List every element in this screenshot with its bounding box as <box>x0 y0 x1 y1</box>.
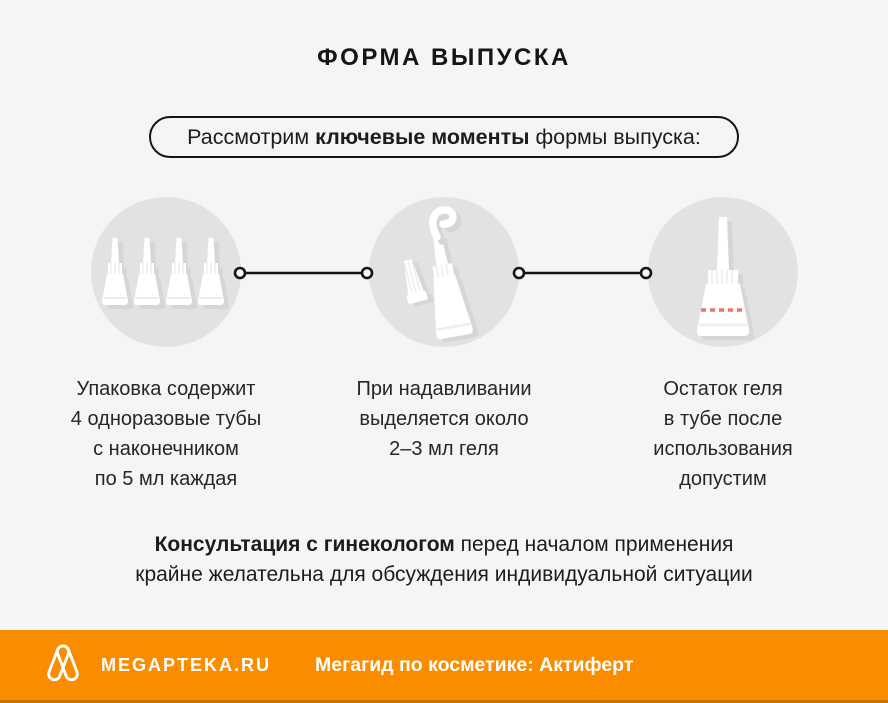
caption-line: Остаток геля <box>663 378 783 400</box>
step-caption-2: При надавливании выделяется около 2–3 мл… <box>294 374 594 464</box>
intro-text-suffix: формы выпуска: <box>529 125 701 149</box>
note-bold: Консультация с гинекологом <box>154 533 455 556</box>
footer-bar: MEGAPTEKA.RU Мегагид по косметике: Актиф… <box>0 630 888 703</box>
intro-pill: Рассмотрим ключевые моменты формы выпуск… <box>149 116 739 158</box>
step-circle-3 <box>648 197 798 347</box>
step-circle-2 <box>369 197 519 347</box>
caption-line: 2–3 мл геля <box>389 438 499 460</box>
step-caption-3: Остаток геля в тубе после использования … <box>573 374 873 494</box>
connector-line-2 <box>512 266 653 280</box>
caption-line: по 5 мл каждая <box>94 468 238 490</box>
footer-tagline: Мегагид по косметике: Актиферт <box>315 653 634 676</box>
note-rest: перед началом применения <box>454 533 734 556</box>
connector-line-1 <box>233 266 374 280</box>
page-title: ФОРМА ВЫПУСКА <box>317 44 571 71</box>
four-tubes-icon <box>102 238 224 305</box>
megapteka-logo-icon <box>47 644 79 682</box>
brand-name: MEGAPTEKA.RU <box>101 654 272 675</box>
caption-line: При надавливании <box>356 378 532 400</box>
caption-line: в тубе после <box>663 408 783 430</box>
tube-residue-icon <box>696 217 750 336</box>
consultation-note: Консультация с гинекологом перед началом… <box>0 530 888 590</box>
caption-line: с наконечником <box>93 438 239 460</box>
caption-line: Упаковка содержит <box>76 378 256 400</box>
note-line-2: крайне желательна для обсуждения индивид… <box>135 563 753 586</box>
caption-line: допустим <box>679 468 767 490</box>
caption-line: использования <box>653 438 793 460</box>
caption-line: выделяется около <box>359 408 529 430</box>
step-caption-1: Упаковка содержит 4 одноразовые тубы с н… <box>16 374 316 494</box>
caption-line: 4 одноразовые тубы <box>70 408 262 430</box>
intro-text-bold: ключевые моменты <box>315 125 530 149</box>
intro-pill-row: Рассмотрим ключевые моменты формы выпуск… <box>0 116 888 158</box>
step-circle-1 <box>91 197 241 347</box>
note-line-1: Консультация с гинекологом перед началом… <box>0 530 888 560</box>
tube-squeeze-gel-icon <box>403 206 473 340</box>
intro-text-prefix: Рассмотрим <box>187 125 316 149</box>
